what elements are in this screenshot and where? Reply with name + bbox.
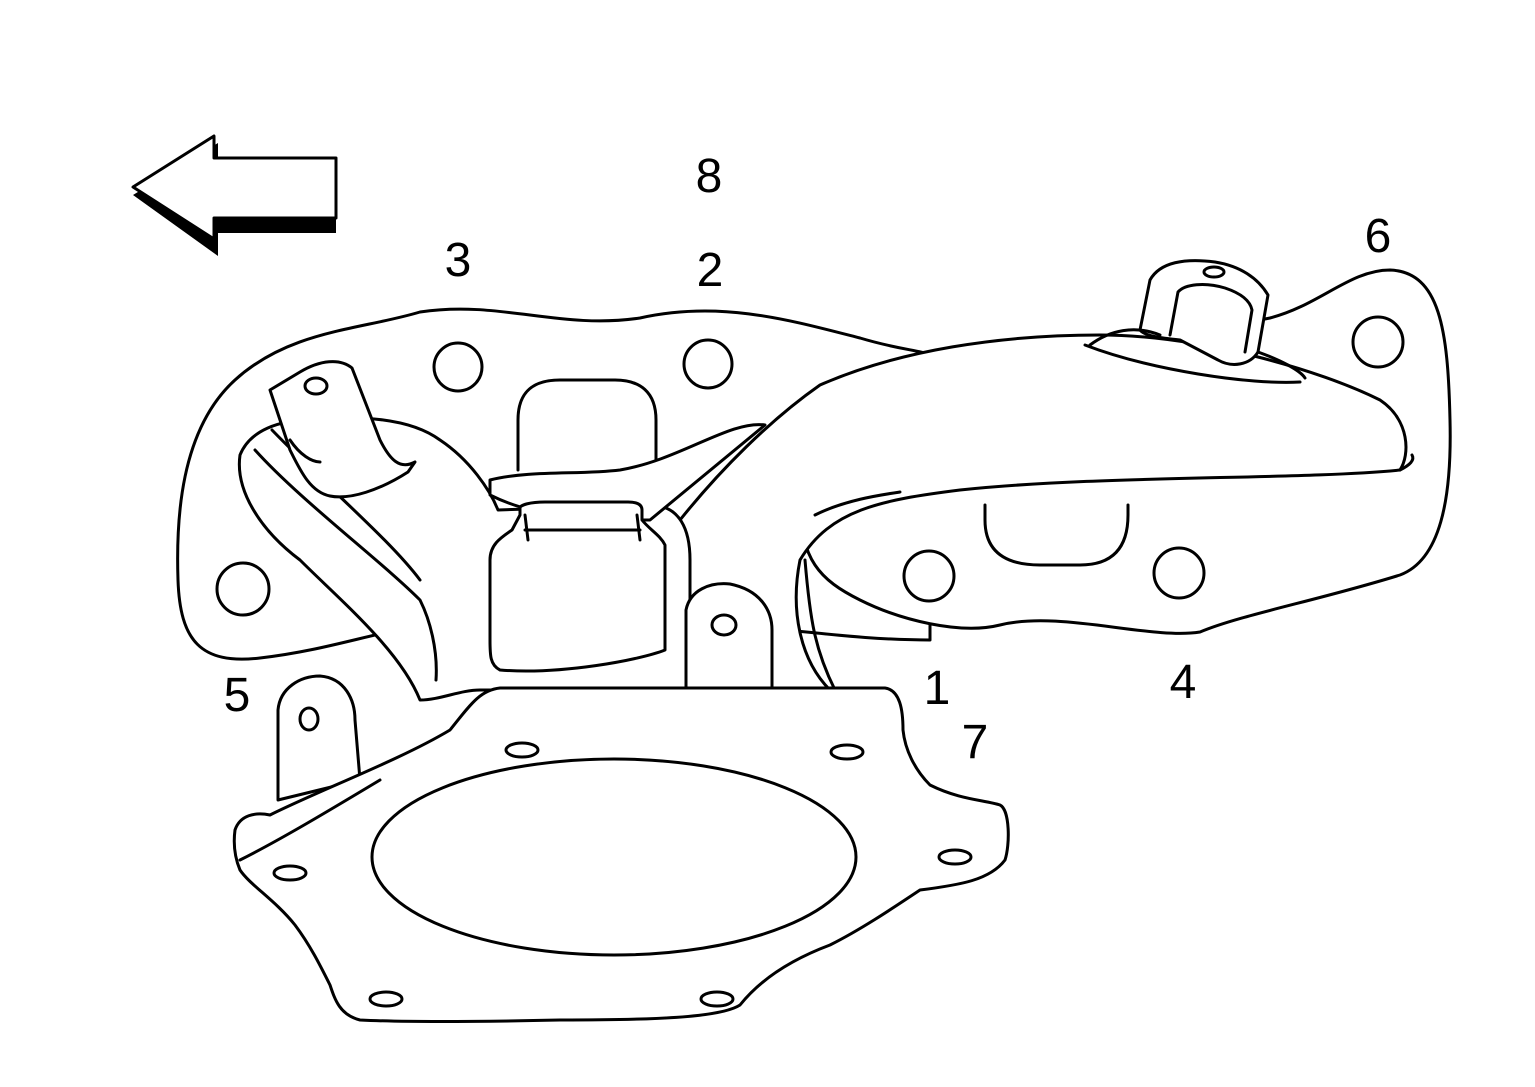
callout-4: 4 <box>1170 656 1197 709</box>
bolt-hole-3 <box>432 341 484 393</box>
bolt-hole-4 <box>1152 546 1206 600</box>
bolt-hole-5 <box>215 561 271 617</box>
bolt-hole-1 <box>902 549 956 603</box>
callout-6: 6 <box>1365 210 1392 263</box>
callout-5: 5 <box>224 669 251 722</box>
collector-outlet <box>370 757 858 957</box>
arrow-left-icon <box>131 134 338 256</box>
center-mount-bracket <box>684 582 774 692</box>
flange-stud-hole <box>272 864 308 882</box>
flange-stud-hole <box>937 848 973 866</box>
callout-3: 3 <box>445 234 472 287</box>
left-mount-bracket <box>268 360 417 499</box>
lower-left-tab <box>276 674 362 802</box>
bolt-hole-2 <box>682 338 734 390</box>
callout-7: 7 <box>962 716 989 769</box>
callout-8: 8 <box>696 150 723 203</box>
flange-stud-hole <box>699 990 735 1008</box>
callout-labels: 8 3 2 6 5 1 7 4 <box>224 150 1392 769</box>
exhaust-port <box>516 378 658 472</box>
flange-stud-hole <box>368 990 404 1008</box>
flange-stud-hole <box>829 743 865 761</box>
exhaust-port-right <box>983 503 1130 567</box>
flange-stud-hole <box>504 741 540 759</box>
bolt-hole-6 <box>1351 315 1405 369</box>
collector-flange <box>232 686 1010 1023</box>
callout-2: 2 <box>697 244 724 297</box>
right-runner <box>678 259 1415 692</box>
oxygen-sensor-boss <box>488 423 767 673</box>
callout-1: 1 <box>924 662 951 715</box>
